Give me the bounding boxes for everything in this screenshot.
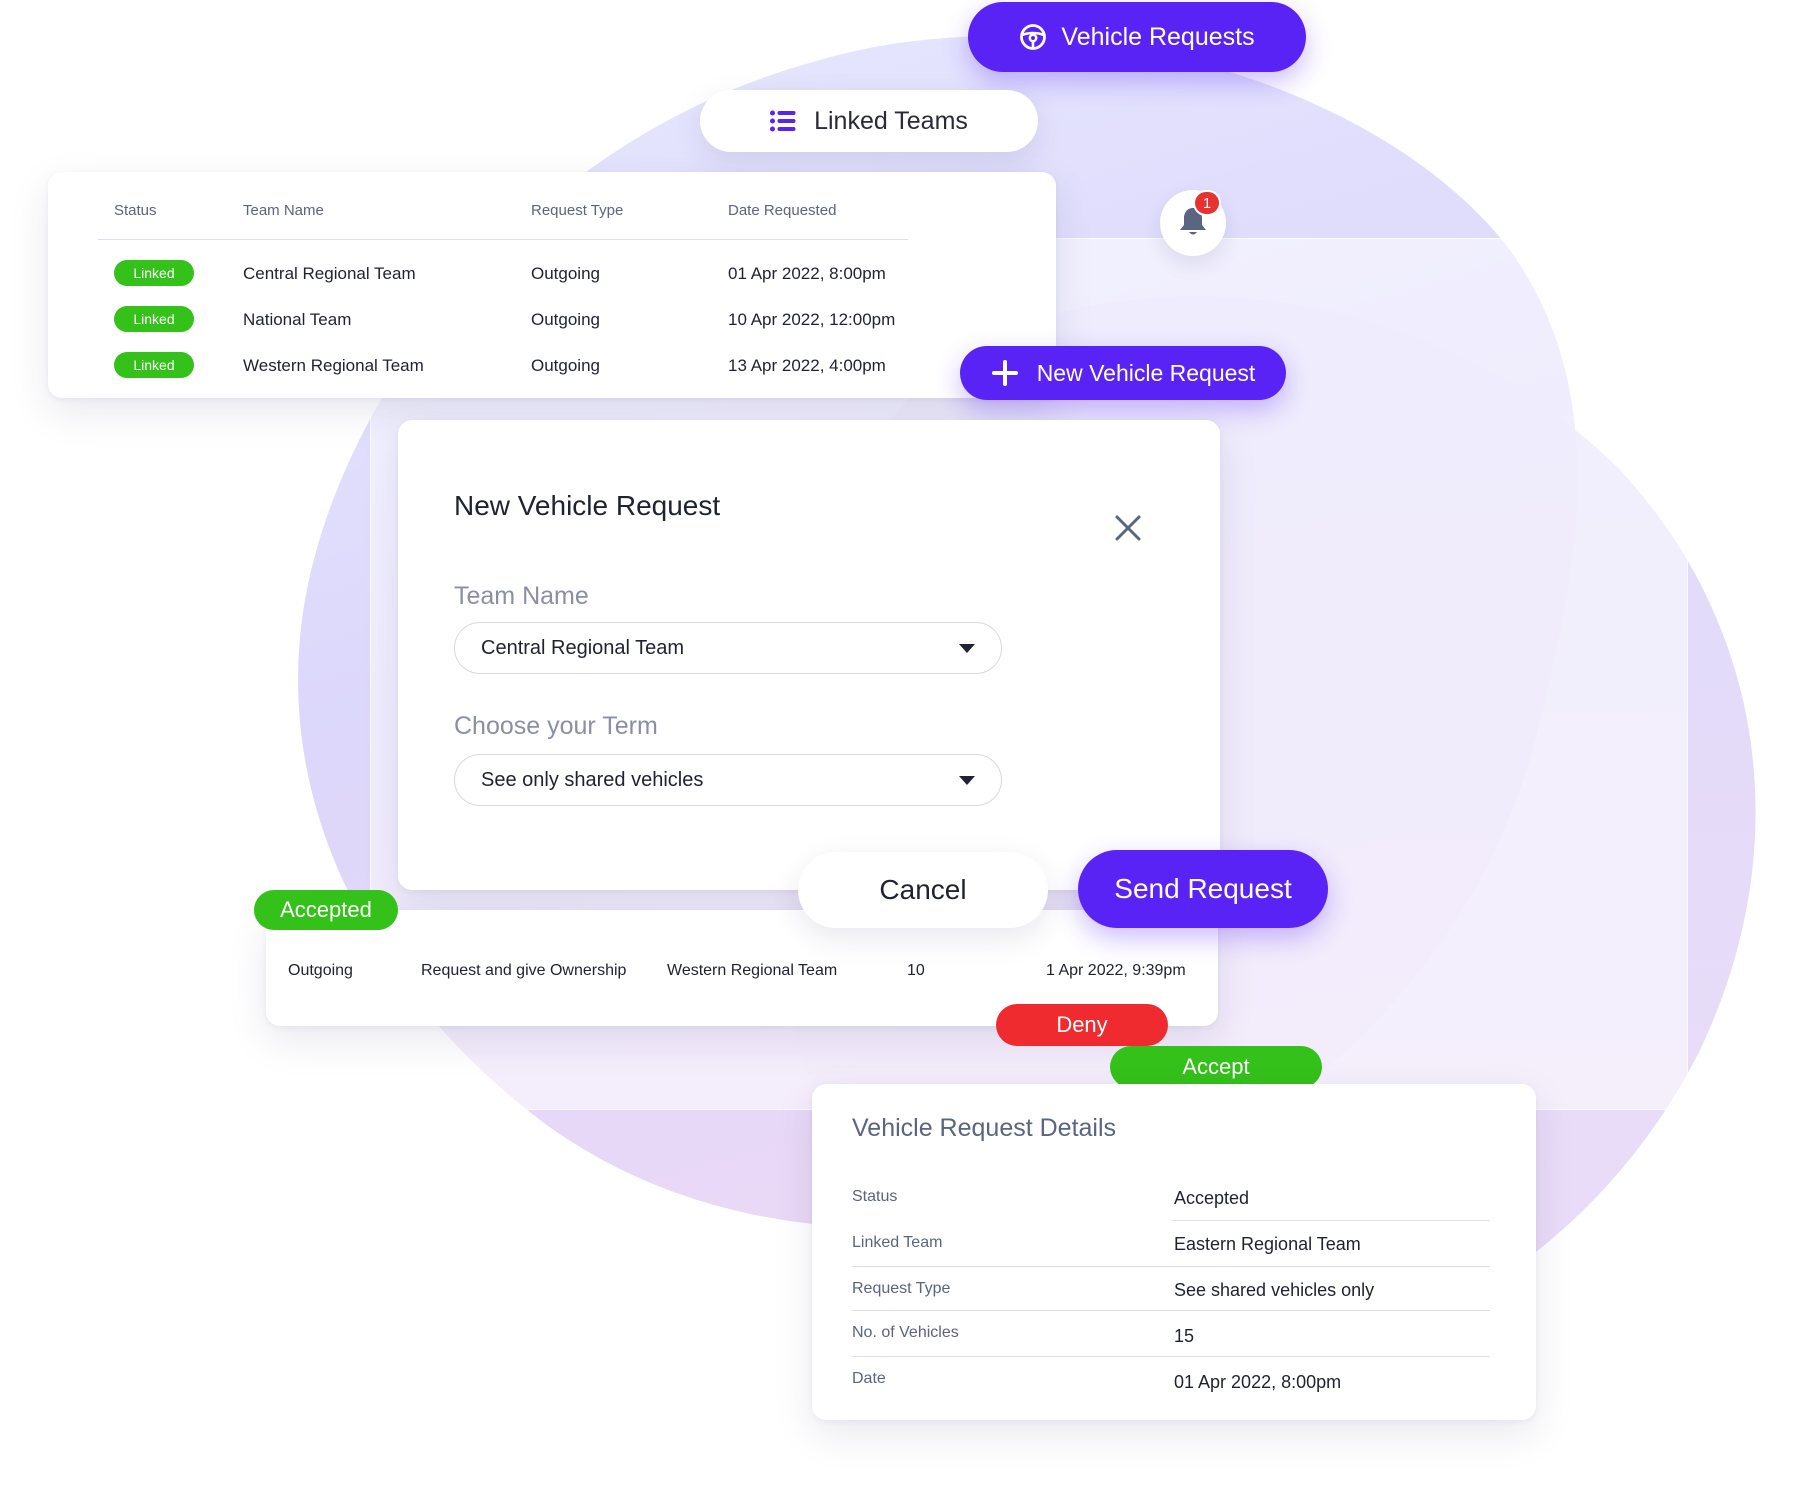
team-name-cell: Western Regional Team	[243, 356, 424, 375]
status-badge: Linked	[114, 260, 194, 286]
team-name-cell: Central Regional Team	[243, 264, 416, 283]
new-vehicle-request-button[interactable]: New Vehicle Request	[960, 346, 1286, 400]
term-label: Choose your Term	[454, 712, 658, 740]
team-name-value: Central Regional Team	[481, 636, 685, 659]
notification-count-badge: 1	[1193, 190, 1221, 216]
detail-value-status: Accepted	[1174, 1188, 1250, 1208]
new-vehicle-request-modal: New Vehicle Request Team Name Central Re…	[398, 420, 1220, 890]
column-header-team-name: Team Name	[243, 202, 324, 219]
team-name-label: Team Name	[454, 582, 589, 610]
vehicle-count-cell: 10	[907, 962, 925, 979]
vehicle-request-details-card: Vehicle Request Details Status Accepted …	[812, 1084, 1536, 1420]
date-cell: 01 Apr 2022, 8:00pm	[728, 264, 886, 283]
steering-wheel-icon	[1020, 24, 1047, 50]
column-header-status: Status	[114, 202, 157, 219]
team-name-cell: Western Regional Team	[667, 962, 838, 979]
term-value: See only shared vehicles	[481, 768, 704, 791]
notification-button[interactable]: 1	[1160, 190, 1226, 256]
detail-divider	[852, 1356, 1490, 1357]
linked-teams-card: Status Team Name Request Type Date Reque…	[48, 172, 1056, 398]
date-cell: 1 Apr 2022, 9:39pm	[1046, 962, 1186, 979]
detail-label-request-type: Request Type	[852, 1280, 951, 1297]
detail-value-date: 01 Apr 2022, 8:00pm	[1174, 1372, 1342, 1392]
date-cell: 13 Apr 2022, 4:00pm	[728, 356, 886, 375]
request-type-cell: Outgoing	[531, 264, 600, 283]
vehicle-requests-label: Vehicle Requests	[1061, 22, 1255, 51]
modal-title: New Vehicle Request	[454, 490, 721, 521]
plus-icon	[991, 360, 1018, 386]
linked-teams-button[interactable]: Linked Teams	[700, 90, 1038, 152]
request-type-cell: Outgoing	[531, 310, 600, 329]
chevron-down-icon	[959, 775, 975, 785]
detail-label-vehicle-count: No. of Vehicles	[852, 1324, 959, 1341]
deny-button[interactable]: Deny	[996, 1004, 1168, 1046]
detail-label-date: Date	[852, 1370, 886, 1387]
column-header-request-type: Request Type	[531, 202, 624, 219]
accept-button[interactable]: Accept	[1110, 1046, 1322, 1088]
status-badge: Linked	[114, 306, 194, 332]
team-name-cell: National Team	[243, 310, 352, 329]
chevron-down-icon	[959, 643, 975, 653]
table-divider	[98, 239, 908, 240]
date-cell: 10 Apr 2022, 12:00pm	[728, 310, 896, 329]
linked-teams-label: Linked Teams	[814, 106, 968, 135]
term-select[interactable]: See only shared vehicles	[454, 754, 1002, 806]
detail-label-status: Status	[852, 1188, 898, 1205]
send-request-button[interactable]: Send Request	[1078, 850, 1328, 928]
cancel-button[interactable]: Cancel	[798, 852, 1048, 928]
team-name-select[interactable]: Central Regional Team	[454, 622, 1002, 674]
detail-label-linked-team: Linked Team	[852, 1234, 943, 1251]
detail-value-linked-team: Eastern Regional Team	[1174, 1234, 1361, 1254]
request-term-cell: Request and give Ownership	[421, 962, 627, 979]
accepted-status-badge: Accepted	[254, 890, 398, 930]
column-header-date-requested: Date Requested	[728, 202, 837, 219]
list-icon	[770, 110, 796, 132]
request-type-cell: Outgoing	[531, 356, 600, 375]
detail-divider	[852, 1310, 1490, 1311]
new-vehicle-request-label: New Vehicle Request	[1036, 359, 1256, 386]
details-title: Vehicle Request Details	[852, 1114, 1117, 1142]
detail-divider	[1172, 1220, 1490, 1221]
close-icon[interactable]	[1114, 514, 1142, 542]
request-type-cell: Outgoing	[288, 962, 353, 979]
detail-value-request-type: See shared vehicles only	[1174, 1280, 1375, 1300]
detail-value-vehicle-count: 15	[1174, 1326, 1195, 1346]
vehicle-requests-button[interactable]: Vehicle Requests	[968, 2, 1306, 72]
detail-divider	[852, 1266, 1490, 1267]
status-badge: Linked	[114, 352, 194, 378]
